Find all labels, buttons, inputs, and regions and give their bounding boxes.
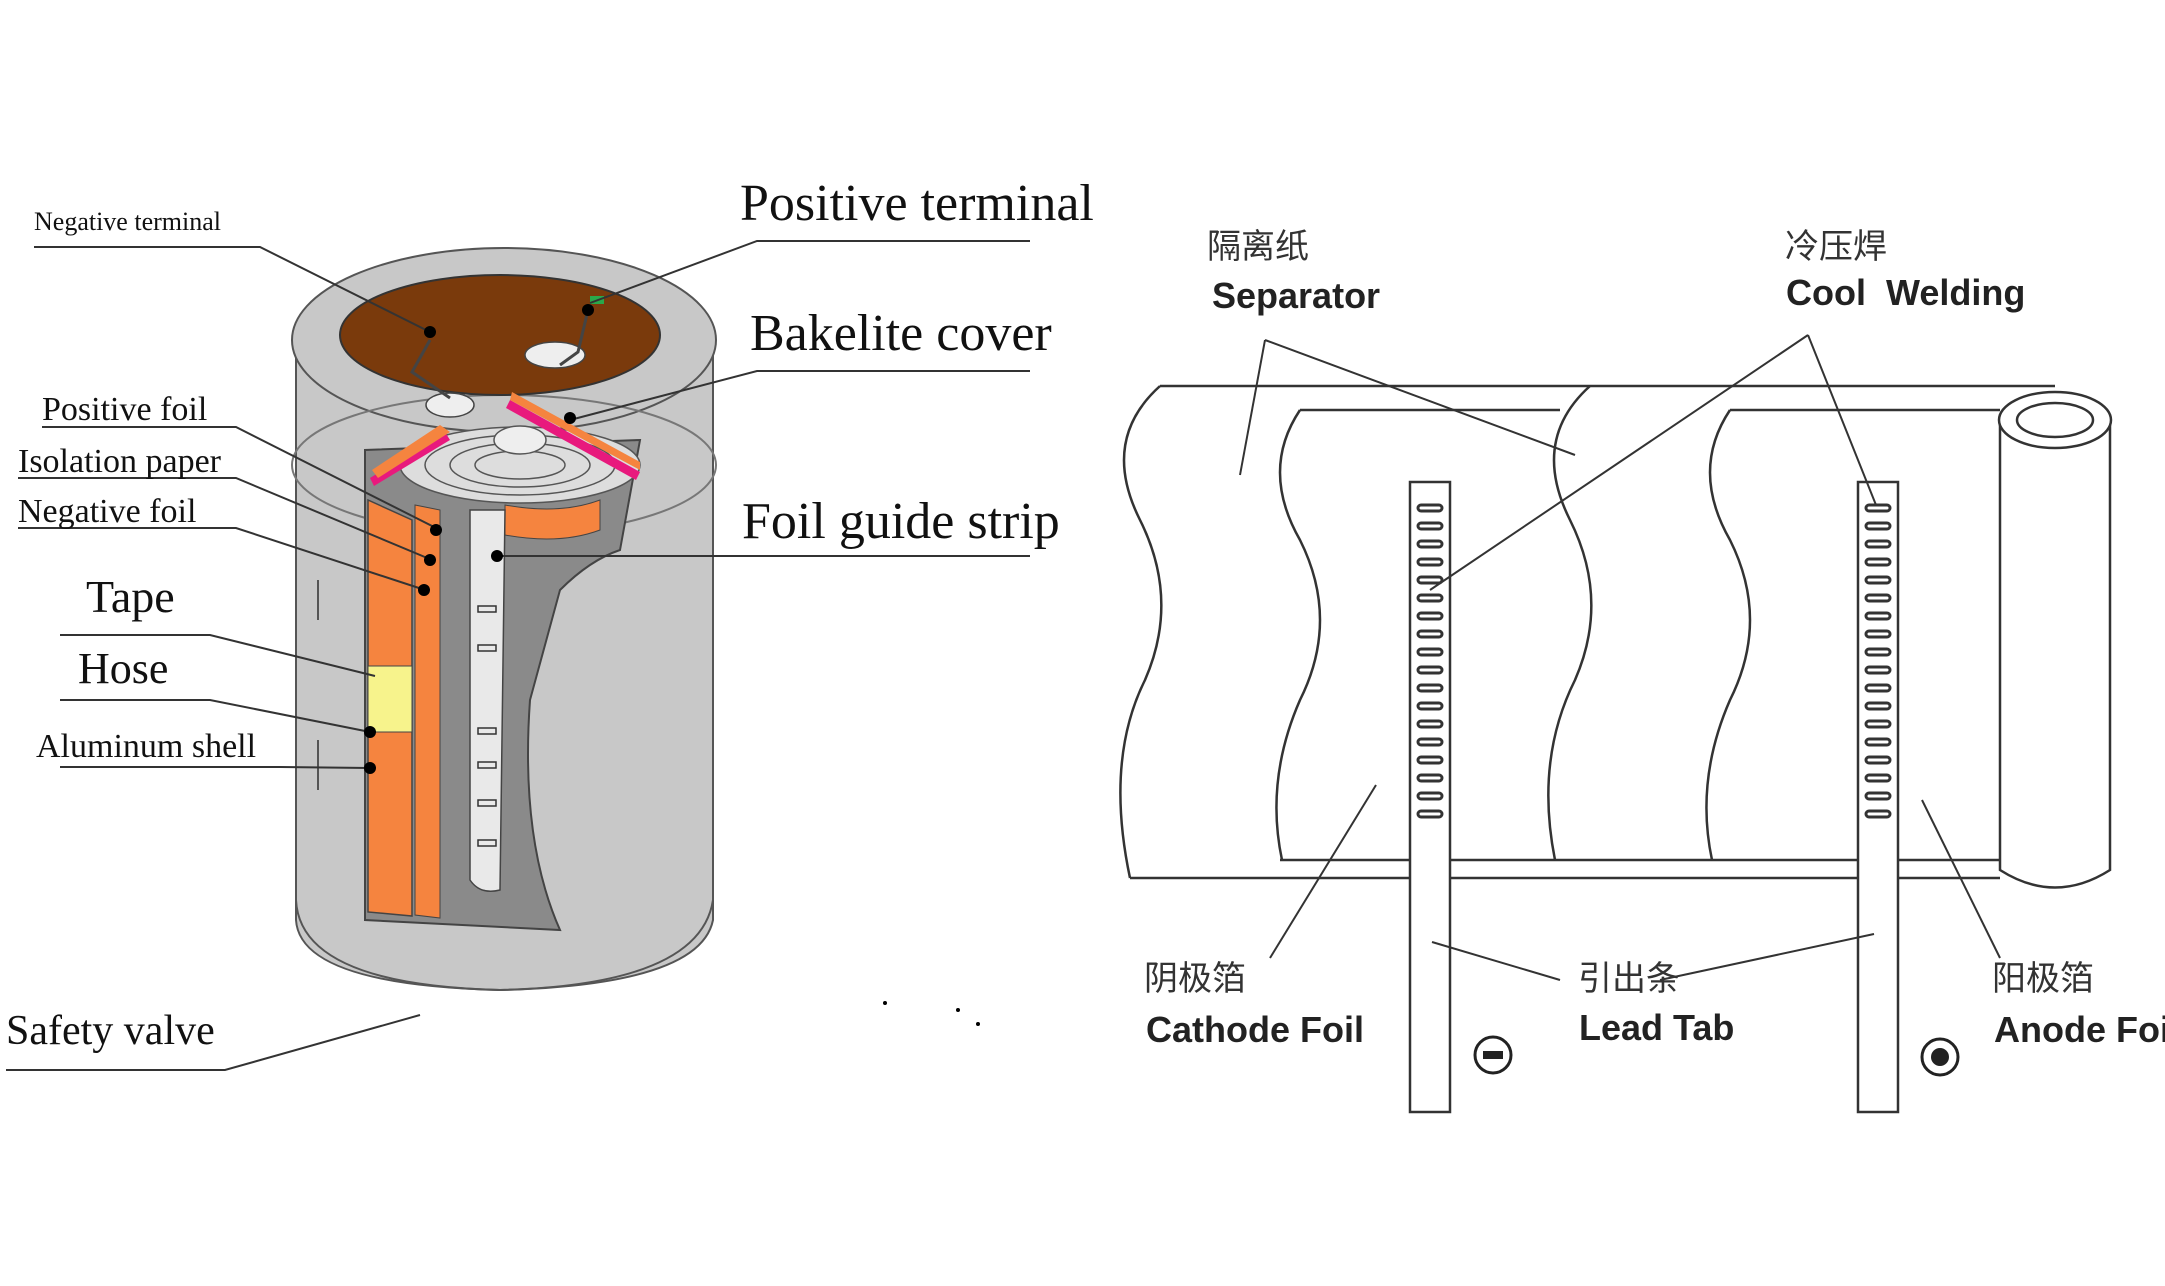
leader-bakelite-cover [569,370,1030,421]
pink-strip-left [370,432,450,486]
guide-slot-4 [477,761,497,769]
positive-terminal-lead [559,309,590,367]
orange-cover-edge-right [510,392,640,470]
leader-positive-terminal [589,240,1030,304]
foil-guide-strip [469,509,506,892]
dot-negative-foil [418,584,430,596]
dot-isolation-paper [424,554,436,566]
guide-slot-5 [477,799,497,807]
label-separator-en: Separator [1212,275,1380,316]
negative-sign-icon [1473,1035,1513,1075]
label-bakelite-cover: Bakelite cover [750,305,1052,362]
leader-safety-valve [6,1014,421,1071]
label-isolation-paper: Isolation paper [18,443,222,480]
speck [956,1008,960,1012]
label-negative-terminal: Negative terminal [34,207,221,236]
label-cathode-foil-zh: 阴极箔 [1144,959,1246,999]
label-lead-tab-en: Lead Tab [1579,1007,1734,1048]
label-lead-tab-zh: 引出条 [1578,959,1680,999]
dot-negative-terminal [424,326,436,338]
hose-yellow-band [367,665,413,733]
label-cathode-foil-en: Cathode Foil [1146,1009,1364,1050]
separator-wavy-end [1119,385,1163,879]
winding-orange-inner [414,504,441,919]
winding-leaders [1239,334,2001,981]
dot-hose [364,726,376,738]
leader-aluminum-shell [60,766,371,769]
label-tape: Tape [86,571,175,622]
guide-slot-1 [477,605,497,613]
roll-body [1998,420,2112,889]
winding-band-top [504,499,601,540]
label-separator-zh: 隔离纸 [1207,227,1309,267]
winding-core [493,425,547,455]
dot-foil-guide-strip [491,550,503,562]
speck [883,1001,887,1005]
leader-negative-foil [18,527,426,591]
positive-dot-icon [1920,1037,1960,1077]
label-safety-valve: Safety valve [6,1008,215,1054]
capacitor-labels: Negative terminal Positive terminal Bake… [6,175,1094,1054]
positive-terminal-post [524,341,586,369]
guide-slot-2 [477,644,497,652]
orange-cover-edge-left [372,425,450,478]
label-foil-guide-strip: Foil guide strip [742,493,1060,550]
winding-diagram: 隔离纸 Separator 冷压焊 Cool Welding 阴极箔 Catho… [1119,227,2165,1114]
capacitor-leaders [6,240,1030,1071]
leader-hose [60,699,371,733]
leader-separator-a [1239,339,1266,476]
leader-cathode-foil [1269,784,1377,959]
negative-terminal-lead [410,339,451,400]
label-anode-foil-en: Anode Foil [1994,1009,2165,1050]
label-cool-welding-zh: 冷压焊 [1785,227,1887,267]
roll-top-inner [2015,401,2095,439]
leader-tape [60,634,376,677]
leader-cool-welding-a [1429,334,1809,591]
guide-slot-6 [477,839,497,847]
shell-bottom-edge [295,899,714,992]
label-positive-terminal: Positive terminal [740,175,1094,232]
leader-lead-tab-a [1431,941,1561,981]
label-cool-welding-en: Cool Welding [1786,272,2025,313]
cool-welding-slots-negative [1416,503,1444,819]
label-anode-foil-zh: 阳极箔 [1992,959,2094,999]
separator-panel-edge-2 [1547,385,1593,861]
leader-separator-b [1264,339,1576,456]
leader-anode-foil [1921,799,2001,959]
bakelite-cover-top [339,274,661,396]
leader-positive-foil [42,426,437,529]
label-aluminum-shell: Aluminum shell [36,728,256,765]
label-positive-foil: Positive foil [42,391,207,428]
dot-bakelite-cover [564,412,576,424]
leader-cool-welding-b [1807,334,1877,506]
cool-welding-slots-positive [1864,503,1892,819]
pink-strip-right [506,400,640,480]
guide-slot-3 [477,727,497,735]
leader-negative-terminal [34,246,431,333]
cathode-panel-edge-1 [1275,409,1322,861]
dot-positive-foil [430,524,442,536]
label-negative-foil: Negative foil [18,493,196,530]
label-hose: Hose [78,644,168,693]
leader-lead-tab-b [1659,933,1875,981]
cathode-panel-edge-3 [1705,409,1752,861]
capacitor-cutaway [291,247,717,992]
dot-positive-terminal [582,304,594,316]
dot-aluminum-shell [364,762,376,774]
leader-isolation-paper [18,477,433,561]
speck [976,1022,980,1026]
negative-terminal-post [425,392,475,418]
